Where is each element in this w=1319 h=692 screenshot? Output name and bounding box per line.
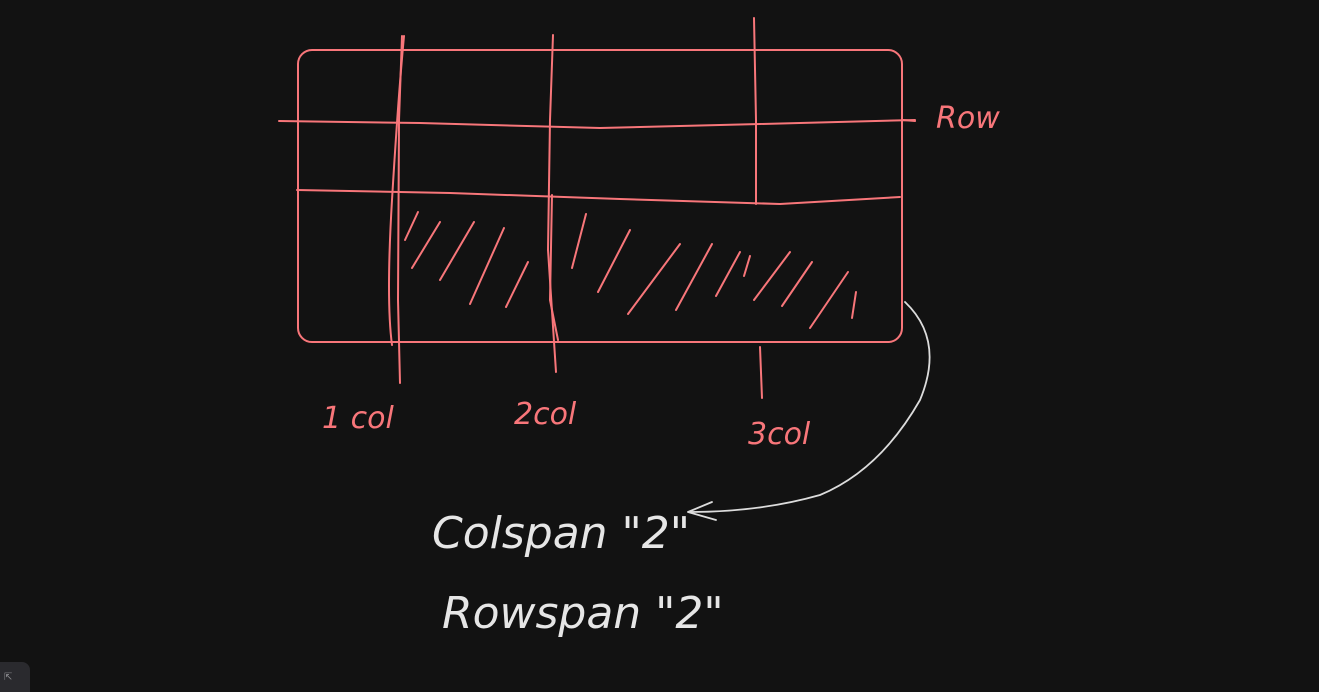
col-line-1-double bbox=[388, 35, 405, 346]
col-3-label: 3col bbox=[748, 417, 811, 452]
span-hatching bbox=[404, 211, 857, 329]
row-line-2 bbox=[296, 189, 901, 205]
expand-icon: ⇱ bbox=[4, 672, 13, 683]
row-line-1 bbox=[278, 119, 916, 129]
col-1-label: 1 col bbox=[322, 401, 394, 436]
span-arrow bbox=[689, 301, 931, 513]
rowspan-annotation: Rowspan "2" bbox=[442, 588, 724, 639]
colspan-annotation: Colspan "2" bbox=[432, 508, 690, 559]
col-line-3 bbox=[753, 17, 757, 205]
col-line-2-double bbox=[549, 194, 559, 341]
col-2-label: 2col bbox=[514, 397, 577, 432]
col-line-3-tail bbox=[759, 346, 763, 399]
row-label: Row bbox=[936, 101, 1000, 136]
corner-expand-button[interactable]: ⇱ bbox=[0, 662, 30, 692]
table-outline bbox=[297, 49, 903, 343]
arrow-head bbox=[687, 501, 717, 521]
row-pointer bbox=[902, 119, 916, 122]
